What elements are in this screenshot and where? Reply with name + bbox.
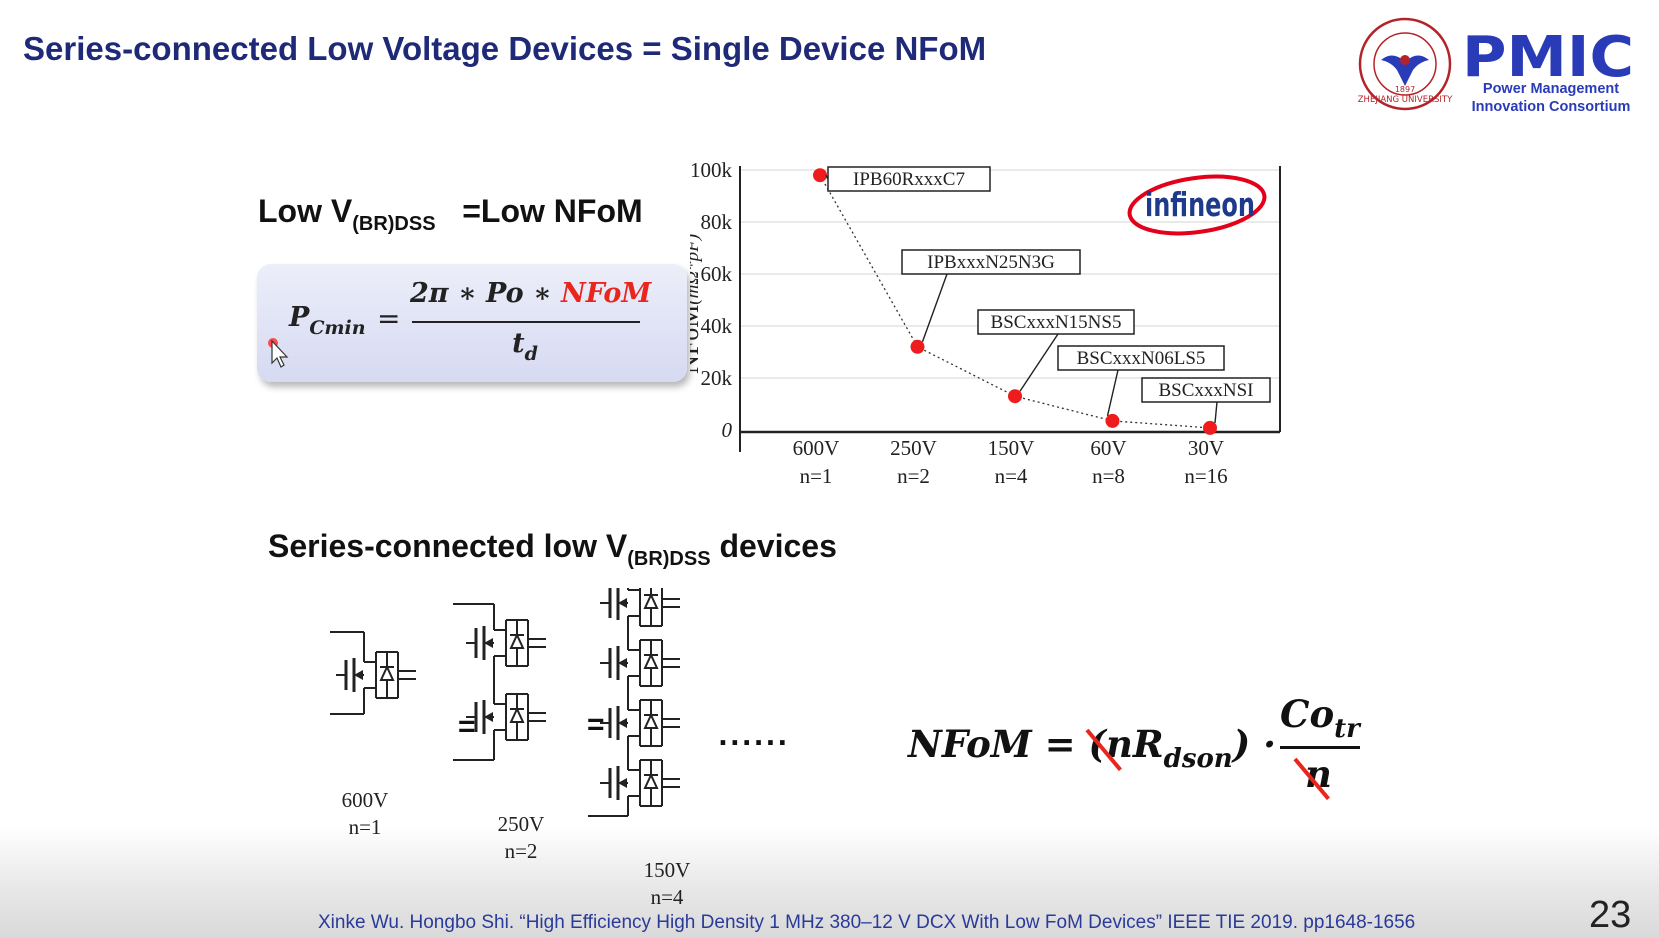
chart-x-ticks: 600V n=1 250V n=2 150V n=4 60V n=8 30V n=16: [793, 436, 1228, 488]
mouse-cursor-icon: [268, 338, 289, 368]
pmic-logo-icon: PMIC: [1462, 25, 1634, 90]
pcmin-equals: =: [377, 302, 401, 335]
series-mosfet-circuits: [330, 588, 680, 817]
chart-axes: [739, 166, 1281, 452]
heading-low-rhs: =Low NFoM: [462, 193, 643, 229]
svg-text:IPB60RxxxC7: IPB60RxxxC7: [853, 169, 965, 190]
pcmin-lhs: PCmin: [289, 302, 366, 339]
data-point: [1203, 420, 1217, 435]
circuit-ellipsis: ......: [718, 722, 790, 752]
point-label: BSCxxxN06LS5: [1057, 345, 1225, 417]
data-point: [1105, 413, 1120, 428]
page-number: 23: [1589, 894, 1632, 936]
heading-series-pre: Series-connected low V: [268, 528, 628, 564]
slide-title: Series-connected Low Voltage Devices = S…: [23, 30, 987, 67]
citation: Xinke Wu. Hongbo Shi. “High Efficiency H…: [318, 912, 1416, 933]
pmic-logo-text: PMIC: [1462, 25, 1634, 90]
heading-series: Series-connected low V(BR)DSS devices: [268, 528, 837, 571]
y-tick-label: 60k: [701, 262, 733, 286]
pcmin-fraction-bar: [412, 321, 640, 323]
y-tick-label: 40k: [701, 314, 733, 338]
circuit-250v: [453, 603, 546, 761]
pmic-line-2: Innovation Consortium: [1471, 99, 1631, 115]
y-tick-label: 20k: [701, 366, 733, 390]
svg-text:BSCxxxNSI: BSCxxxNSI: [1158, 380, 1253, 401]
chart-y-ticks: 0 20k 40k 60k 80k 100k: [690, 160, 733, 442]
y-tick-label: 0: [722, 418, 733, 442]
zhejiang-university-seal-icon: ZHEJIANG UNIVERSITY 1897: [1358, 17, 1453, 111]
pcmin-formula-box: PCmin = 2π ∗ Po ∗ NFoM td: [257, 264, 687, 382]
x-tick-n-label: n=8: [1092, 464, 1125, 488]
nfom-formula: NFoM = (nRdson) ·: [908, 722, 1276, 774]
point-label: BSCxxxNSI: [1141, 377, 1271, 423]
seal-text: ZHEJIANG UNIVERSITY: [1358, 95, 1453, 105]
circuit-equals-2: =: [587, 708, 605, 741]
point-label: BSCxxxN15NS5: [977, 309, 1135, 392]
circuit-600v: [330, 631, 416, 715]
chart-series: [813, 168, 1217, 435]
x-tick-n-label: n=4: [995, 464, 1028, 488]
data-point: [1008, 389, 1022, 404]
circuit-150v: [588, 588, 680, 817]
infineon-text: infineon: [1145, 185, 1255, 224]
y-tick-label: 100k: [690, 160, 733, 182]
y-tick-label: 80k: [701, 210, 733, 234]
data-point: [910, 339, 925, 354]
pcmin-denominator: td: [512, 328, 538, 365]
pcmin-numerator: 2π ∗ Po ∗ NFoM: [410, 278, 652, 309]
heading-series-sub: (BR)DSS: [627, 548, 711, 570]
x-tick-n-label: n=16: [1184, 464, 1227, 488]
point-label: IPB60RxxxC7: [825, 166, 991, 192]
heading-low-text: Low V: [258, 193, 353, 229]
pmic-line-1: Power Management: [1482, 81, 1620, 97]
x-tick-label: 250V: [890, 436, 937, 460]
circuit-equals-1: =: [458, 710, 476, 743]
seal-year: 1897: [1395, 85, 1415, 94]
svg-text:IPBxxxN25N3G: IPBxxxN25N3G: [927, 252, 1055, 273]
x-tick-label: 30V: [1188, 436, 1224, 460]
x-tick-n-label: n=2: [897, 464, 930, 488]
nfom-co-tr: Cotr: [1280, 692, 1360, 744]
chart-y-label: NFoM(mΩ*pF): [690, 234, 704, 374]
x-tick-n-label: n=1: [800, 464, 833, 488]
data-point: [813, 168, 827, 183]
infineon-logo-icon: infineon: [1127, 174, 1267, 236]
x-tick-label: 150V: [988, 436, 1035, 460]
point-label: IPBxxxN25N3G: [901, 249, 1081, 343]
heading-low-sub: (BR)DSS: [352, 213, 436, 235]
pmic-subtitle: Power Management Innovation Consortium: [1462, 80, 1640, 116]
footer-band: [0, 826, 1659, 938]
svg-text:BSCxxxN15NS5: BSCxxxN15NS5: [991, 312, 1122, 333]
x-tick-label: 60V: [1090, 436, 1126, 460]
heading-low-vbr: Low V(BR)DSS =Low NFoM: [258, 193, 643, 236]
heading-series-post: devices: [710, 528, 837, 564]
x-tick-label: 600V: [793, 436, 840, 460]
svg-text:BSCxxxN06LS5: BSCxxxN06LS5: [1077, 348, 1206, 369]
pcmin-nfom-red: NFoM: [561, 278, 652, 309]
nfom-fraction-bar: [1280, 746, 1360, 749]
